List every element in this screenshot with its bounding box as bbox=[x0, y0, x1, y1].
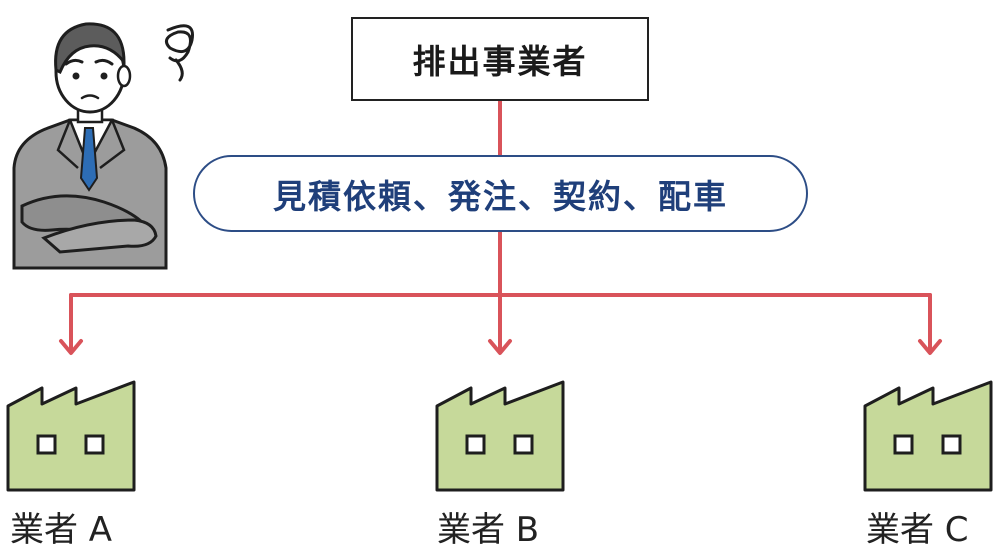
arrowhead-c bbox=[918, 339, 942, 355]
factory-icon bbox=[6, 380, 136, 492]
vendor-label-b: 業者 B bbox=[437, 510, 540, 550]
vendor-label-c: 業者 C bbox=[866, 510, 969, 550]
worried-businessman-icon bbox=[12, 22, 194, 270]
root-label: 排出事業者 bbox=[412, 42, 588, 81]
vendor-label-a: 業者 A bbox=[10, 510, 113, 550]
factory-icon bbox=[863, 380, 993, 492]
arrowhead-b bbox=[488, 339, 512, 355]
process-label: 見積依頼、発注、契約、配車 bbox=[273, 176, 728, 216]
process-pill: 見積依頼、発注、契約、配車 bbox=[193, 155, 808, 232]
factory-icon bbox=[435, 380, 565, 492]
arrowhead-a bbox=[59, 339, 83, 355]
root-node: 排出事業者 bbox=[351, 17, 649, 101]
